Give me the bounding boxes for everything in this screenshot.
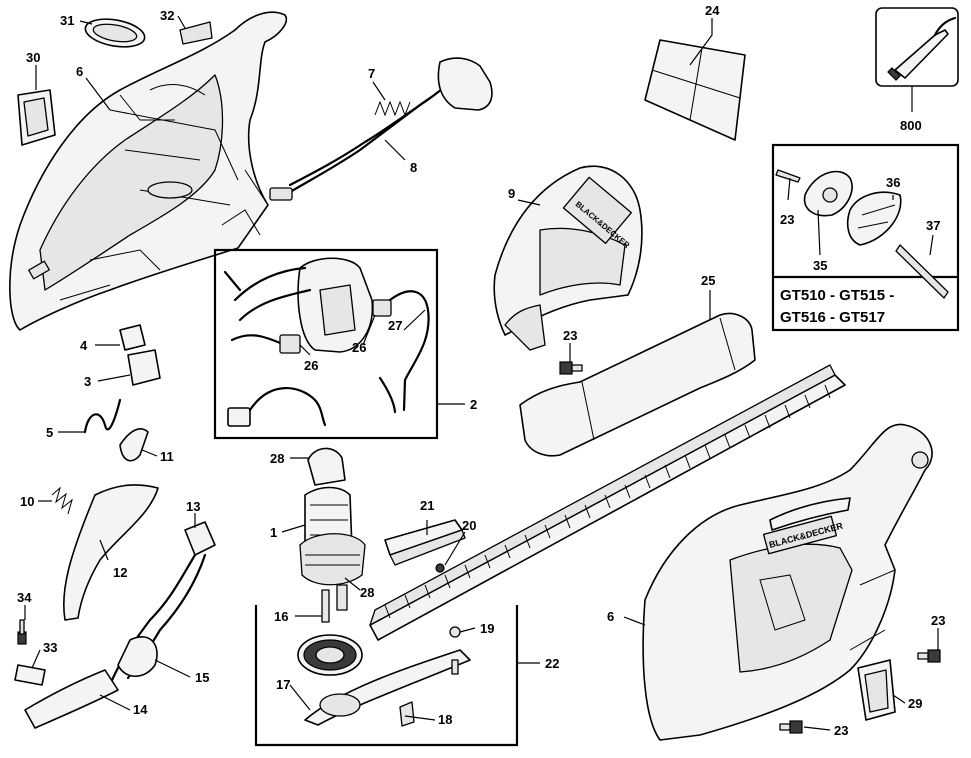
callout-27: 27: [388, 318, 402, 333]
callout-6-left: 6: [76, 64, 83, 79]
callout-24: 24: [705, 3, 720, 18]
callout-16: 16: [274, 609, 288, 624]
accessory-box: GT510 - GT515 - GT516 - GT517: [771, 143, 960, 332]
callout-19: 19: [480, 621, 494, 636]
part-25-sheath: [519, 312, 756, 457]
callout-3: 3: [84, 374, 91, 389]
callout-32: 32: [160, 8, 174, 23]
callout-22: 22: [545, 656, 559, 671]
hedge-blade: [369, 364, 846, 641]
callout-12: 12: [113, 565, 127, 580]
part-800-box: [875, 7, 959, 87]
part-8-harness: [269, 57, 493, 201]
callout-labels: 31 32 30 6 7 8 24 800 9 23 35 36 37 4 3 …: [17, 3, 945, 738]
callout-8: 8: [410, 160, 417, 175]
callout-28-bottom: 28: [360, 585, 374, 600]
part-31-ring: [84, 18, 146, 48]
callout-14: 14: [133, 702, 148, 717]
callout-23-guard: 23: [563, 328, 577, 343]
leader-lines: [24, 15, 939, 731]
part-34-screw: [17, 619, 27, 645]
part-24-decal: [644, 39, 746, 141]
part-20-nut: [435, 563, 445, 573]
gearbox-box: [254, 605, 519, 747]
callout-21: 21: [420, 498, 434, 513]
callout-26-a: 26: [304, 358, 318, 373]
part-15-cord: [108, 553, 207, 687]
callout-18: 18: [438, 712, 452, 727]
callout-29: 29: [908, 696, 922, 711]
callout-35: 35: [813, 258, 827, 273]
callout-11: 11: [160, 449, 174, 464]
screw-23-b: [917, 649, 941, 663]
callout-13: 13: [186, 499, 200, 514]
part-9-guard: BLACK&DECKER: [493, 165, 643, 351]
callout-37: 37: [926, 218, 940, 233]
part-16-pin: [321, 589, 330, 623]
callout-1: 1: [270, 525, 277, 540]
callout-34: 34: [17, 590, 32, 605]
screw-23-a: [559, 361, 583, 375]
part-12-lever: [62, 484, 159, 621]
callout-4: 4: [80, 338, 88, 353]
callout-6-right: 6: [607, 609, 614, 624]
model-line-1: GT510 - GT515 -: [780, 287, 894, 304]
callout-23-bottom: 23: [834, 723, 848, 738]
part-11-bracket: [119, 428, 149, 462]
callout-800: 800: [900, 118, 922, 133]
part-30-cap: [17, 89, 56, 146]
callout-15: 15: [195, 670, 209, 685]
callout-25: 25: [701, 273, 715, 288]
part-4-clip: [119, 324, 146, 351]
part-32-label: [179, 21, 213, 45]
screw-23-c: [779, 720, 803, 734]
part-33-clamp: [14, 664, 46, 686]
part-3-clip: [127, 349, 161, 386]
part-14-plug: [24, 669, 119, 729]
part-5-cable: [83, 398, 122, 434]
part-21-channel: [384, 519, 466, 566]
callout-7: 7: [368, 66, 375, 81]
callout-20: 20: [462, 518, 476, 533]
callout-28-top: 28: [270, 451, 284, 466]
callout-23-right: 23: [931, 613, 945, 628]
part-13-switch: [184, 521, 216, 556]
callout-26-b: 26: [352, 340, 366, 355]
callout-9: 9: [508, 186, 515, 201]
model-line-2: GT516 - GT517: [780, 309, 885, 326]
part-10-spring: [51, 486, 73, 515]
callout-31: 31: [60, 13, 74, 28]
callout-5: 5: [46, 425, 53, 440]
part-1-armature: [299, 447, 366, 611]
callout-17: 17: [276, 677, 290, 692]
callout-33: 33: [43, 640, 57, 655]
part-29-cap: [857, 659, 896, 721]
left-housing-half: [9, 11, 287, 331]
callout-23-box: 23: [780, 212, 794, 227]
right-housing-half: BLACK&DECKER: [642, 423, 933, 741]
motor-box: [213, 248, 439, 440]
callout-2: 2: [470, 397, 477, 412]
part-7-spring: [374, 100, 411, 117]
callout-10: 10: [20, 494, 34, 509]
callout-36: 36: [886, 175, 900, 190]
callout-30: 30: [26, 50, 40, 65]
